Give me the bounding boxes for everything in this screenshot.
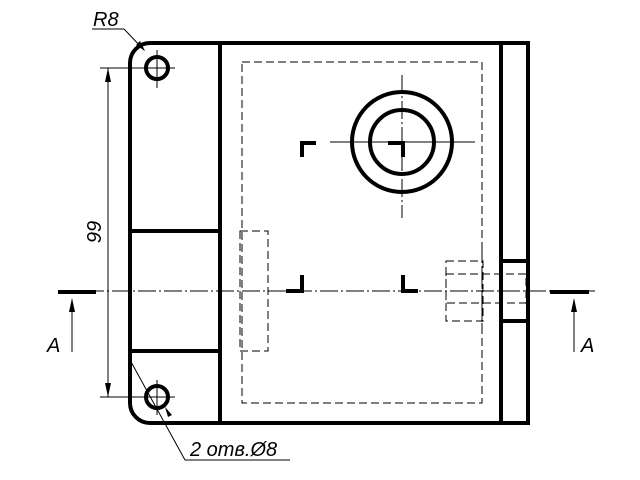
section-mark-right: A: [550, 290, 594, 357]
part-outline: [128, 41, 530, 425]
radius-callout: R8: [92, 9, 145, 51]
section-label-right: A: [580, 335, 594, 357]
hidden-lines: [239, 61, 527, 404]
section-mark-left: A: [46, 290, 96, 357]
corner-marks: [286, 141, 418, 293]
radius-label: R8: [93, 9, 119, 31]
holes-label: 2 отв.Ø8: [189, 439, 277, 461]
dimension-label: 99: [84, 221, 106, 243]
section-label-left: A: [46, 335, 60, 357]
dimension-99: 99: [84, 67, 150, 398]
holes-callout: 2 отв.Ø8: [129, 359, 290, 461]
boss-circle: [350, 90, 454, 194]
